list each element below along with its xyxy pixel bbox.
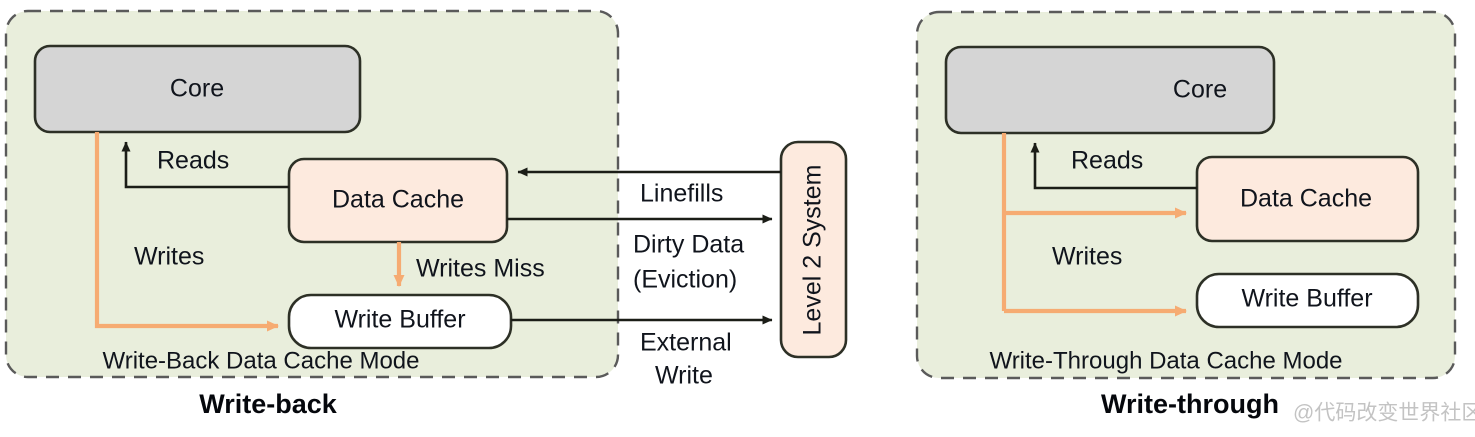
external-write-label-line2: Write [655, 362, 713, 390]
data-cache-box-write-back: Data Cache [287, 157, 509, 244]
data-cache-box-write-through: Data Cache [1195, 155, 1420, 243]
external-write-label-line1: External [640, 329, 732, 357]
write-buffer-box-write-back: Write Buffer [287, 293, 513, 350]
watermark-text: @代码改变世界社区 [1293, 402, 1475, 425]
core-box-rect [33, 44, 362, 134]
level-2-system-label: Level 2 System [799, 165, 827, 336]
dirty-data-label-line1: Dirty Data [633, 231, 744, 259]
reads-arrow-write-through [1030, 142, 1197, 190]
writes-label-write-back: Writes [134, 243, 204, 271]
linefills-label: Linefills [640, 180, 723, 208]
write-buffer-box-label: Write Buffer [334, 306, 465, 334]
panel-caption-write-back: Write-Back Data Cache Mode [102, 347, 419, 374]
reads-label-write-through: Reads [1071, 147, 1143, 175]
panel-write-through: Core Data Cache Write Buffer Reads Write… [915, 10, 1457, 380]
writes-arrow-write-back [94, 132, 279, 332]
dirty-data-label-line2: (Eviction) [633, 266, 737, 294]
level-2-system-rect [779, 140, 848, 359]
panel-title-write-back: Write-back [199, 389, 338, 419]
reads-label-write-back: Reads [157, 147, 229, 175]
write-buffer-box-rect [1195, 272, 1420, 329]
core-box-rect [944, 45, 1276, 135]
data-cache-box-label: Data Cache [332, 186, 464, 214]
level-2-system-box: Level 2 System [779, 140, 848, 359]
core-box-write-through: Core [944, 45, 1276, 135]
writes-miss-label: Writes Miss [416, 255, 545, 283]
write-buffer-box-write-through: Write Buffer [1195, 272, 1420, 329]
writes-label-write-through: Writes [1052, 243, 1122, 271]
core-box-label: Core [170, 75, 224, 103]
write-buffer-box-rect [287, 293, 513, 350]
panel-write-back: Core Data Cache Write Buffer Reads Write… [4, 9, 620, 379]
data-cache-box-rect [1195, 155, 1420, 243]
data-cache-box-label: Data Cache [1240, 185, 1372, 213]
core-box-label: Core [1173, 76, 1227, 104]
panel-caption-write-through: Write-Through Data Cache Mode [989, 347, 1342, 374]
core-box-write-back: Core [33, 44, 362, 134]
write-buffer-box-label: Write Buffer [1241, 285, 1372, 313]
panel-title-write-through: Write-through [1101, 389, 1279, 419]
reads-arrow-write-back [121, 141, 289, 189]
